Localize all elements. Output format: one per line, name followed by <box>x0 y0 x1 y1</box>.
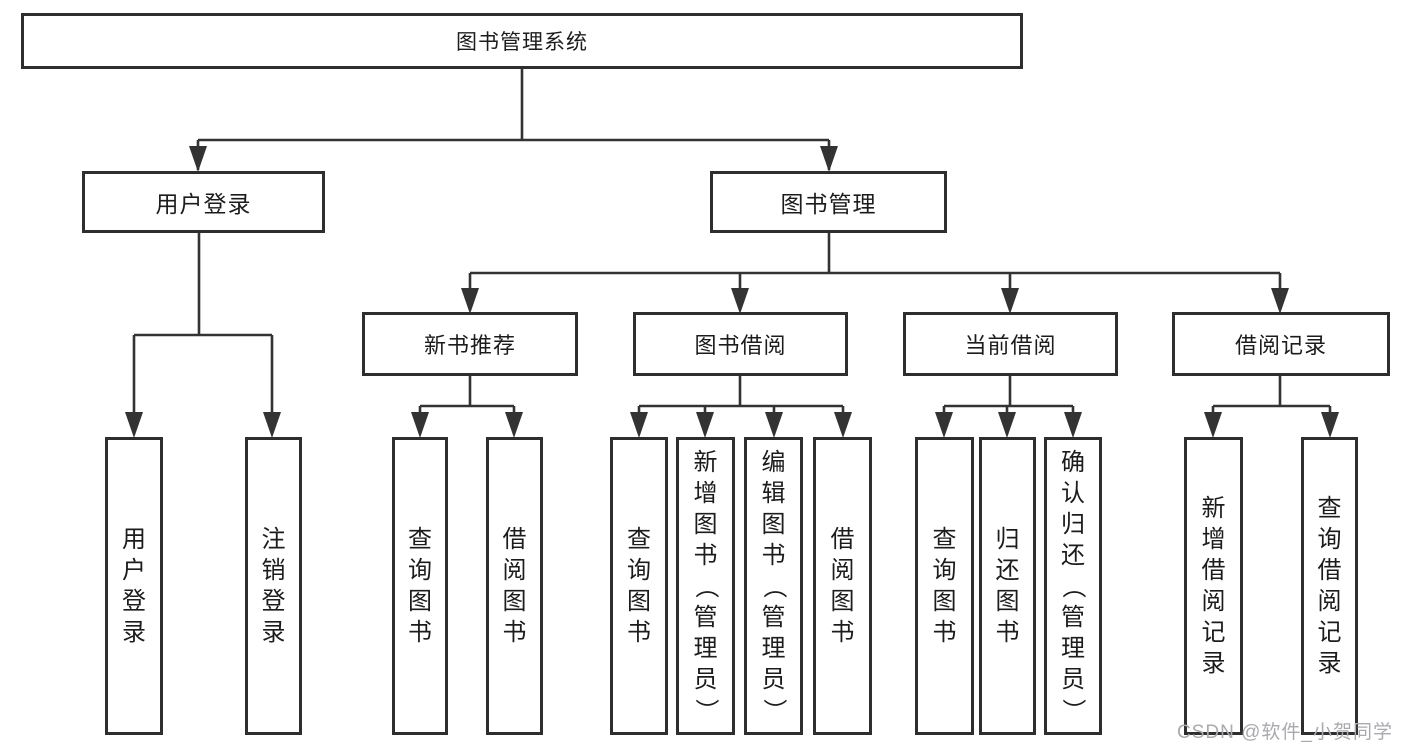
node-library-system: 图书管理系统 <box>21 13 1023 69</box>
node-query-books-recommend: 查询图书 <box>392 437 448 735</box>
node-user-login: 用户登录 <box>82 171 325 233</box>
node-query-borrow-record: 查询借阅记录 <box>1301 437 1358 735</box>
node-current-borrow: 当前借阅 <box>903 312 1118 376</box>
node-query-books-current: 查询图书 <box>915 437 974 735</box>
node-borrow-book: 借阅图书 <box>813 437 872 735</box>
connector-borrow-record-children <box>1204 376 1339 438</box>
node-book-borrow: 图书借阅 <box>633 312 848 376</box>
connector-user-login-children <box>125 233 281 438</box>
node-query-books-borrow: 查询图书 <box>610 437 668 735</box>
node-borrow-records: 借阅记录 <box>1172 312 1390 376</box>
node-borrow-book-recommend: 借阅图书 <box>486 437 543 735</box>
csdn-watermark: CSDN @软件_小贺同学 <box>1177 722 1393 743</box>
node-user-login-action: 用户登录 <box>105 437 163 735</box>
connector-book-borrow-children <box>630 376 852 438</box>
connector-current-borrow-children <box>935 376 1082 438</box>
connector-new-book-children <box>411 376 523 438</box>
node-return-book: 归还图书 <box>979 437 1036 735</box>
node-new-book-recommend: 新书推荐 <box>362 312 578 376</box>
node-confirm-return-admin: 确认归还（管理员） <box>1044 437 1102 735</box>
node-add-book-admin: 新增图书（管理员） <box>676 437 735 735</box>
connector-root-to-level1 <box>189 69 838 172</box>
node-add-borrow-record: 新增借阅记录 <box>1184 437 1243 735</box>
node-book-management: 图书管理 <box>710 171 947 233</box>
node-edit-book-admin: 编辑图书（管理员） <box>744 437 803 735</box>
node-logout-action: 注销登录 <box>245 437 302 735</box>
connector-book-management-children <box>461 233 1289 314</box>
